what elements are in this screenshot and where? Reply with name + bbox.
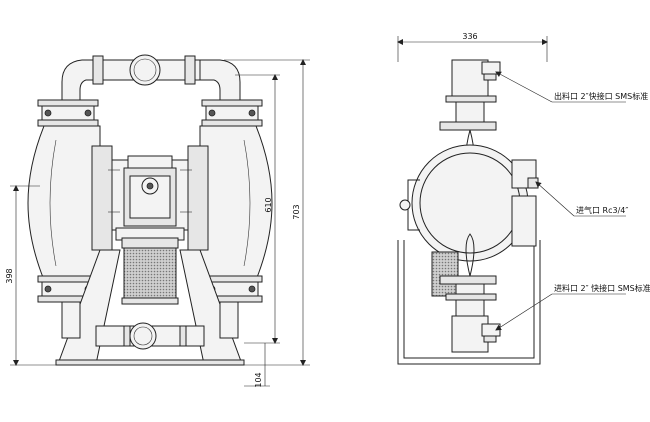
upper-clamps <box>37 99 263 127</box>
side-chamber <box>399 144 539 277</box>
front-dimensions <box>10 59 310 387</box>
pump-chambers <box>27 125 273 281</box>
side-view <box>397 36 626 365</box>
muffler <box>121 237 179 305</box>
dimension-398: 398 <box>5 268 14 283</box>
frame-legs <box>55 249 245 366</box>
front-view <box>10 54 310 387</box>
callout-inlet: 进料口 2″ 快接口 SMS标准 <box>554 283 650 293</box>
side-outlet <box>439 59 501 173</box>
outlet-manifold <box>61 54 241 101</box>
side-inlet <box>439 275 501 353</box>
center-body <box>91 145 209 251</box>
dimension-104: 104 <box>254 372 263 387</box>
callout-outlet: 出料口 2″快接口 SMS标准 <box>554 91 648 101</box>
side-muffler <box>431 251 459 297</box>
dimension-610: 610 <box>264 197 273 212</box>
dimension-703: 703 <box>292 204 301 219</box>
callout-air-inlet: 进气口 Rc3/4″ <box>576 205 628 215</box>
dimension-336: 336 <box>462 32 477 41</box>
